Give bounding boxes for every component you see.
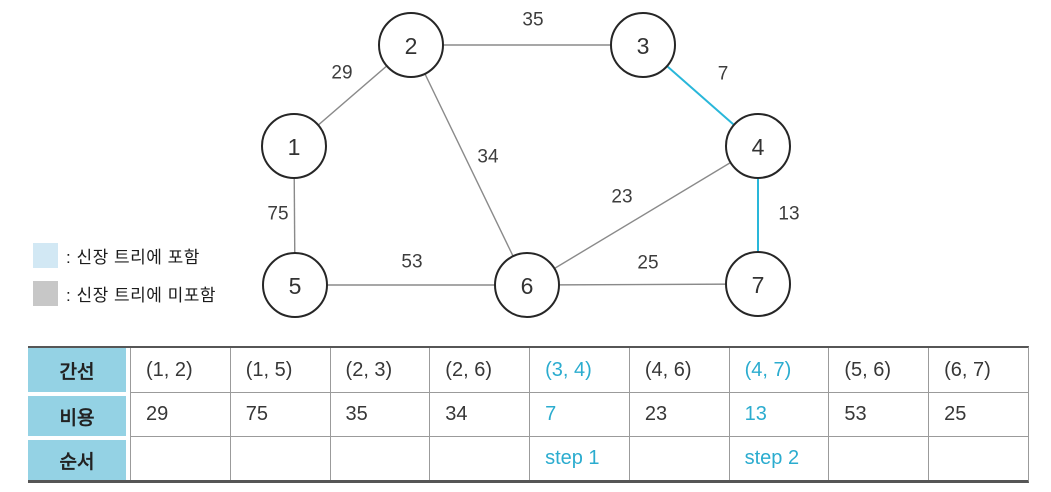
edge-weight-label-4-7: 13 <box>778 204 799 225</box>
graph-node-1 <box>261 113 327 179</box>
graph-node-label-5: 5 <box>289 273 302 299</box>
cell-edge-12: (1, 2) <box>130 348 230 392</box>
cell-step-56 <box>828 436 929 480</box>
graph-node-label-2: 2 <box>405 33 418 59</box>
cell-edge-46: (4, 6) <box>628 348 729 392</box>
cell-step-15 <box>229 436 330 480</box>
excluded-swatch <box>33 281 58 306</box>
cell-edge-47: (4, 7) <box>728 348 829 392</box>
cell-cost-46: 23 <box>628 392 729 436</box>
cell-edge-23: (2, 3) <box>329 348 430 392</box>
edge-weight-label-5-6: 53 <box>401 252 422 273</box>
graph-node-7 <box>725 251 791 317</box>
cell-cost-34: 7 <box>529 392 629 436</box>
graph-node-2 <box>378 12 444 78</box>
graph-node-label-1: 1 <box>288 134 301 160</box>
graph-edge-2-6 <box>410 44 528 286</box>
cell-cost-47: 13 <box>728 392 829 436</box>
cell-cost-67: 25 <box>928 392 1028 436</box>
legend-item-excluded: : 신장 트리에 미포함 <box>33 281 216 306</box>
cell-step-12 <box>130 436 230 480</box>
cell-cost-12: 29 <box>130 392 230 436</box>
edge-table: 간선(1, 2)(1, 5)(2, 3)(2, 6)(3, 4)(4, 6)(4… <box>28 346 1029 483</box>
graph-edge-4-6 <box>526 145 759 286</box>
cell-step-23 <box>329 436 430 480</box>
cell-edge-26: (2, 6) <box>429 348 530 392</box>
cell-edge-34: (3, 4) <box>529 348 629 392</box>
cell-edge-56: (5, 6) <box>828 348 929 392</box>
legend-item-included: : 신장 트리에 포함 <box>33 243 216 268</box>
row-header-cost: 비용 <box>28 392 130 436</box>
graph-edge-6-7 <box>526 283 759 286</box>
cell-cost-15: 75 <box>229 392 330 436</box>
cell-step-46 <box>628 436 729 480</box>
included-swatch <box>33 243 58 268</box>
edge-weight-label-3-4: 7 <box>718 64 729 85</box>
cell-step-26 <box>429 436 530 480</box>
table-row-step: 순서 step 1 step 2 <box>28 436 1028 480</box>
row-header-step: 순서 <box>28 436 130 480</box>
graph-node-6 <box>494 252 560 318</box>
legend-included-label: : 신장 트리에 포함 <box>66 248 200 267</box>
graph-node-3 <box>610 12 676 78</box>
cell-step-67 <box>928 436 1028 480</box>
row-header-edge: 간선 <box>28 348 130 392</box>
legend-excluded-label: : 신장 트리에 미포함 <box>66 286 217 305</box>
table-row-edge: 간선(1, 2)(1, 5)(2, 3)(2, 6)(3, 4)(4, 6)(4… <box>28 348 1028 392</box>
cell-step-34: step 1 <box>529 436 629 480</box>
graph-node-label-4: 4 <box>752 134 765 160</box>
edge-table-container: 간선(1, 2)(1, 5)(2, 3)(2, 6)(3, 4)(4, 6)(4… <box>28 346 1029 483</box>
cell-cost-56: 53 <box>828 392 929 436</box>
edge-weight-label-6-7: 25 <box>637 253 658 274</box>
edge-weight-label-2-6: 34 <box>477 147 499 168</box>
cell-step-47: step 2 <box>728 436 829 480</box>
graph-node-label-3: 3 <box>637 33 650 59</box>
graph-node-4 <box>725 113 791 179</box>
graph-node-label-7: 7 <box>752 272 765 298</box>
cell-edge-15: (1, 5) <box>229 348 330 392</box>
edge-weight-label-1-5: 75 <box>267 204 288 225</box>
graph-node-label-6: 6 <box>521 273 534 299</box>
cell-cost-26: 34 <box>429 392 530 436</box>
cell-edge-67: (6, 7) <box>928 348 1028 392</box>
cell-cost-23: 35 <box>329 392 430 436</box>
edge-weight-label-1-2: 29 <box>331 63 352 84</box>
legend: : 신장 트리에 포함 : 신장 트리에 미포함 <box>33 243 216 319</box>
graph-node-5 <box>262 252 328 318</box>
edge-weight-label-2-3: 35 <box>522 10 543 31</box>
edge-weight-label-4-6: 23 <box>611 187 632 208</box>
